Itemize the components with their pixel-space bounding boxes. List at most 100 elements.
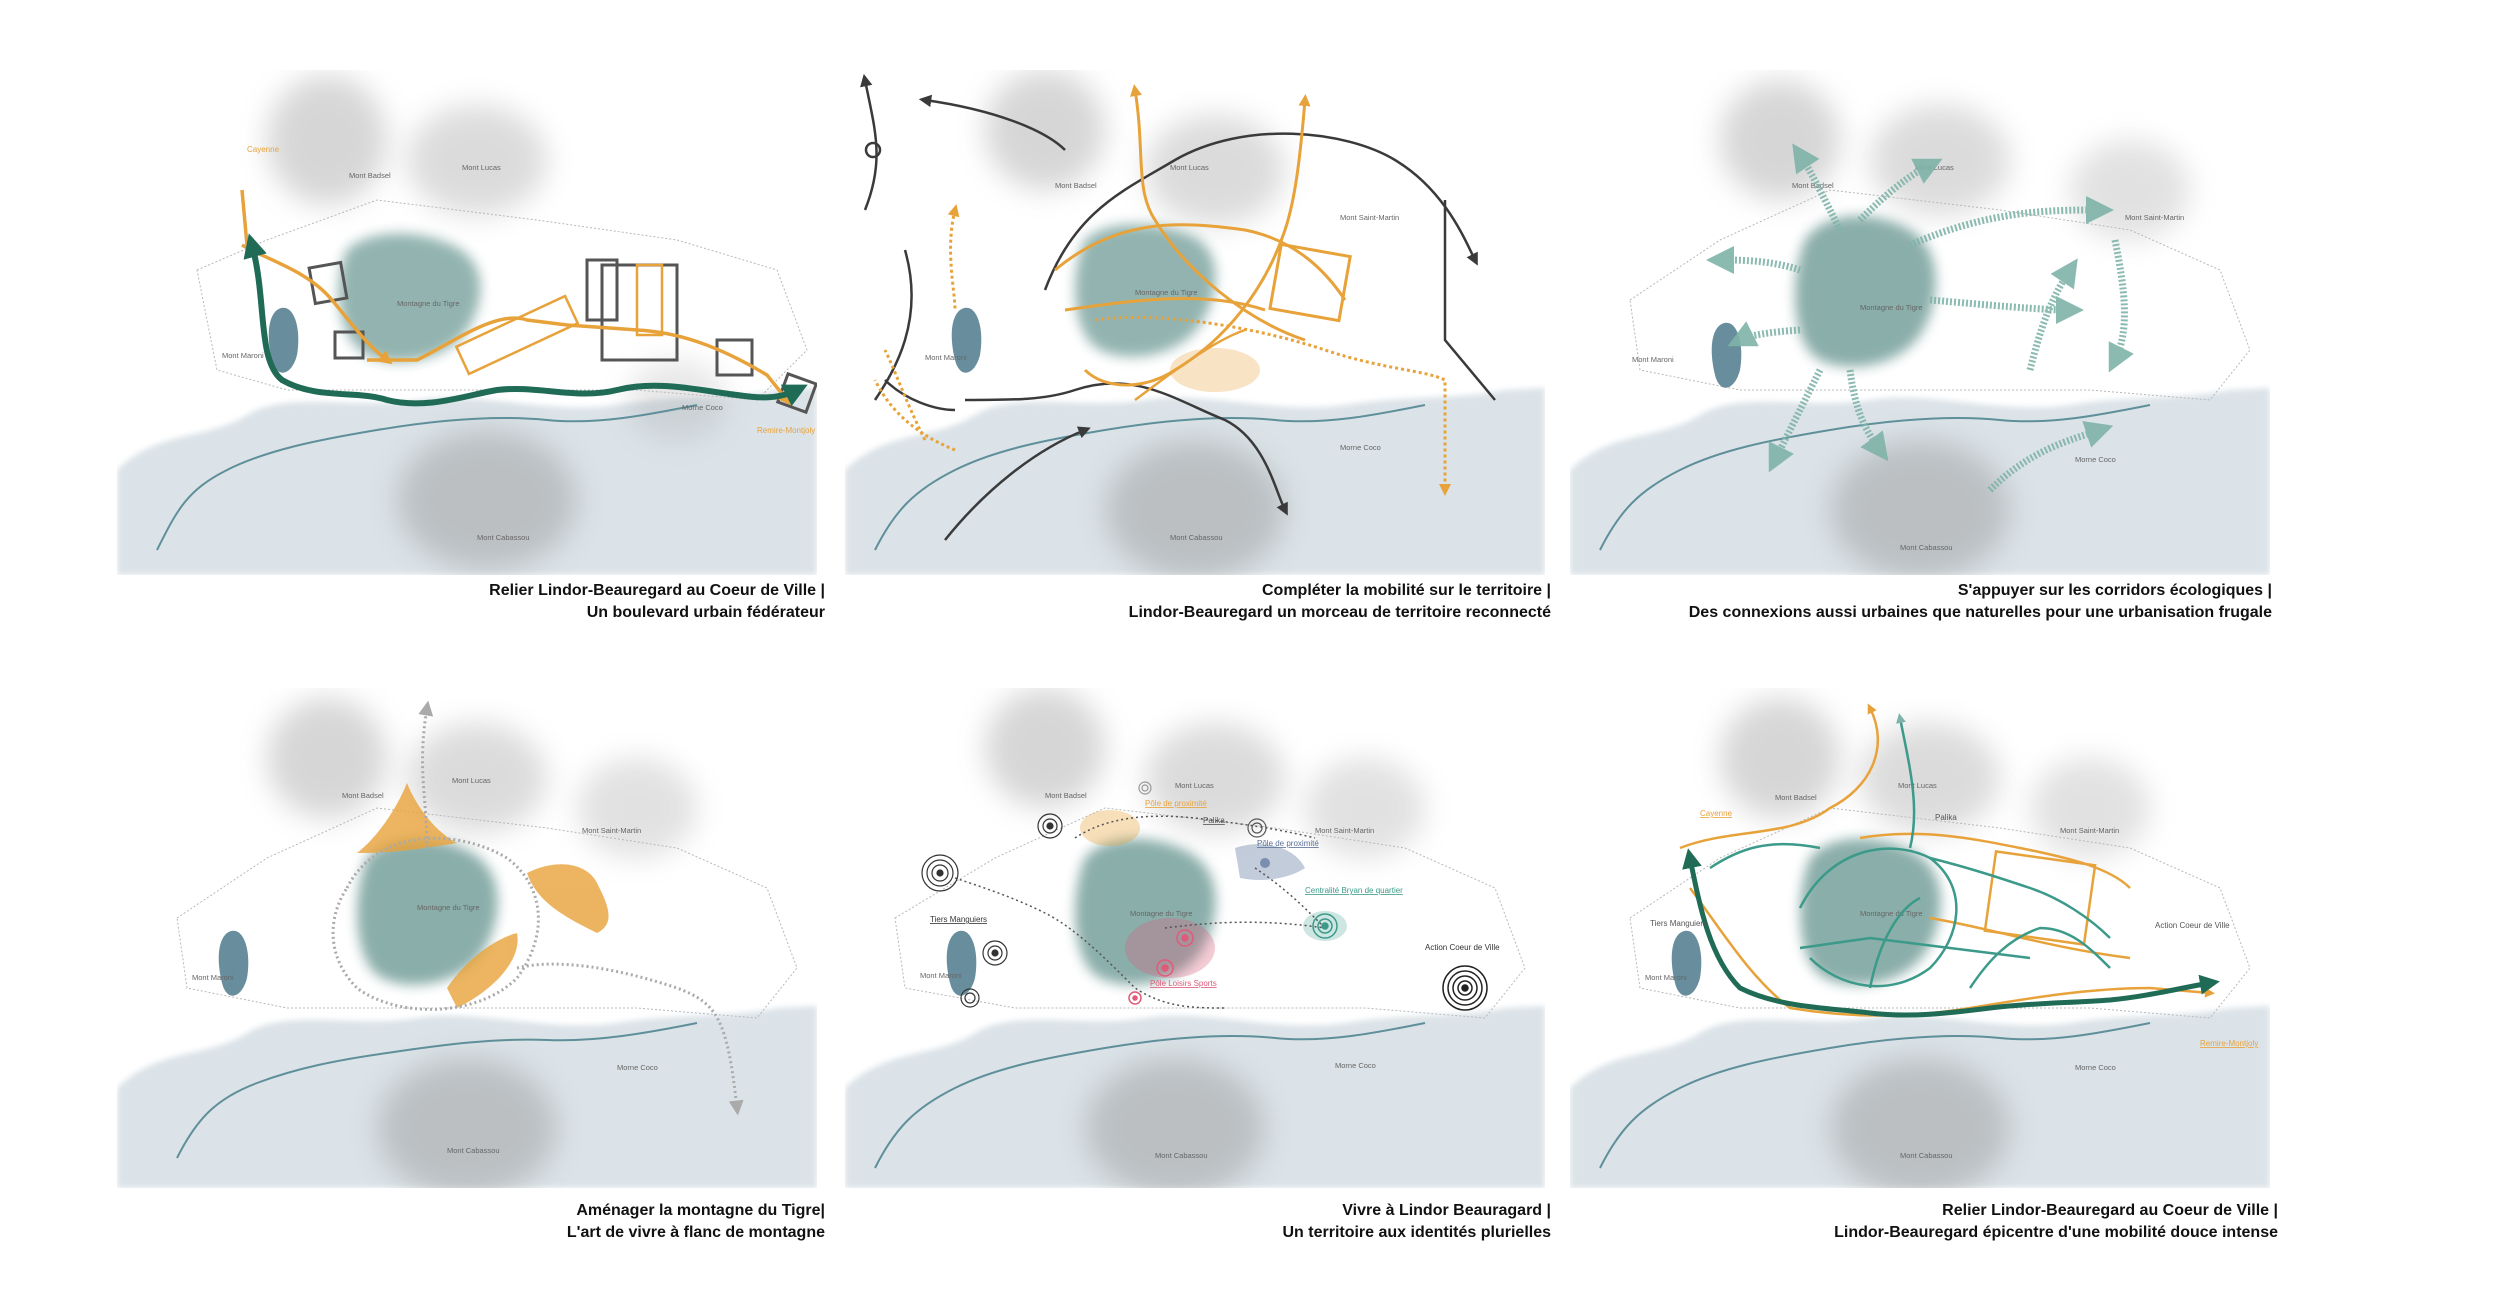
caption-panel-2: Compléter la mobilité sur le territoire … xyxy=(1129,580,1551,624)
green-boulevard xyxy=(1682,848,2220,1018)
mountain-shadow xyxy=(2070,140,2190,240)
mountain-shadow xyxy=(377,1058,557,1188)
pole-marker-dark xyxy=(921,854,959,892)
mountain-shadow xyxy=(1860,723,2000,833)
blue-zone xyxy=(1235,844,1305,880)
label-mont-cabassou: Mont Cabassou xyxy=(477,533,530,542)
caption-title: S'appuyer sur les corridors écologiques … xyxy=(1957,582,2272,599)
label-palika: Palika xyxy=(1203,816,1225,825)
label-tiers-manguiers: Tiers Manguiers xyxy=(1650,919,1707,928)
mountain-shadow xyxy=(985,70,1105,190)
label-mont-lucas: Mont Lucas xyxy=(1175,781,1214,790)
base-map: Mont Badsel Mont Lucas Mont Saint-Martin… xyxy=(1570,80,2270,575)
identity-zones xyxy=(1080,810,1347,978)
orange-zone xyxy=(447,933,518,1008)
urban-fabric xyxy=(1629,807,2251,1019)
pole-marker-grey xyxy=(1247,818,1267,838)
lake xyxy=(1711,322,1742,388)
panel-mobilite-territoire: Mont Badsel Mont Lucas Mont Saint-Martin… xyxy=(845,70,1551,621)
road xyxy=(944,426,1091,541)
label-action-coeur: Action Coeur de Ville xyxy=(2155,921,2230,930)
corridor-arrow xyxy=(1987,421,2114,493)
mountain-shadow xyxy=(1145,115,1285,225)
pink-zone xyxy=(1125,918,1215,978)
network-line xyxy=(1064,296,1266,312)
mountain-shadow xyxy=(407,723,547,833)
road xyxy=(1443,200,1496,401)
river xyxy=(156,404,698,551)
base-map: Mont Badsel Mont Lucas Mont Saint-Martin… xyxy=(845,688,1545,1188)
corridor-arrow xyxy=(2108,239,2134,373)
mountain-shadow xyxy=(397,430,577,570)
pole-marker-dark xyxy=(960,988,980,1008)
path xyxy=(1254,867,1326,929)
label-mont-lucas: Mont Lucas xyxy=(462,163,501,172)
road xyxy=(884,379,956,412)
mountain-shadow xyxy=(1145,723,1285,833)
label-morne-coco: Morne Coco xyxy=(1340,443,1381,452)
network-line xyxy=(1679,703,1880,850)
label-montagne-tigre: Montagne du Tigre xyxy=(1860,303,1923,312)
lake xyxy=(951,307,982,373)
montagne-tigre xyxy=(1795,216,1936,367)
corridor-arrow xyxy=(1768,368,1824,473)
caption-subtitle: Lindor-Beauregard un morceau de territoi… xyxy=(1128,604,1551,621)
base-map: Mont Badsel Mont Lucas Mont Saint-Martin… xyxy=(117,698,817,1188)
montagne-tigre xyxy=(338,233,481,362)
trail-network xyxy=(331,700,744,1116)
orange-network xyxy=(1054,84,1352,402)
corridor-arrow xyxy=(1846,369,1889,462)
label-mont-maroni: Mont Maroni xyxy=(192,973,234,982)
caption-subtitle: Lindor-Beauregard épicentre d'une mobili… xyxy=(1834,1224,2278,1241)
map-montagne-tigre: Mont Badsel Mont Lucas Mont Saint-Martin… xyxy=(117,698,817,1188)
mountain-shadow xyxy=(1830,1058,2010,1188)
path xyxy=(954,877,1226,1009)
mountain-shadow xyxy=(1830,440,2010,575)
teal-line xyxy=(1968,926,2111,989)
river xyxy=(176,1022,698,1159)
pole-marker-pink xyxy=(1128,929,1194,1005)
label-mont-maroni: Mont Maroni xyxy=(1632,355,1674,364)
pole-marker-dark xyxy=(1037,813,1063,839)
label-montagne-tigre: Montagne du Tigre xyxy=(1135,288,1198,297)
network-block xyxy=(1983,850,2097,946)
label-morne-coco: Morne Coco xyxy=(617,1063,658,1072)
label-mont-lucas: Mont Lucas xyxy=(1170,163,1209,172)
mountain-shadow xyxy=(627,360,727,440)
orange-zone xyxy=(1170,348,1260,392)
lake xyxy=(1671,930,1702,996)
mountain-shadow xyxy=(2030,758,2150,858)
caption-panel-3: S'appuyer sur les corridors écologiques … xyxy=(1689,580,2272,624)
pole-markers xyxy=(921,781,1488,1011)
label-mont-badsel: Mont Badsel xyxy=(1775,793,1817,802)
label-cayenne: Cayenne xyxy=(1700,809,1733,818)
mountain-shadow xyxy=(267,75,387,205)
orange-zone xyxy=(527,864,609,933)
label-remire: Remire-Montjoly xyxy=(2200,1039,2258,1048)
label-montagne-tigre: Montagne du Tigre xyxy=(1860,909,1923,918)
caption-panel-6: Relier Lindor-Beauregard au Coeur de Vil… xyxy=(1834,1200,2278,1244)
base-map: Mont Badsel Mont Lucas Mont Saint-Martin… xyxy=(845,70,1545,575)
label-centralite: Centralité Bryan de quartier xyxy=(1305,886,1403,895)
label-morne-coco: Morne Coco xyxy=(1335,1061,1376,1070)
caption-panel-4: Aménager la montagne du Tigre| L'art de … xyxy=(567,1200,825,1244)
caption-title: Aménager la montagne du Tigre| xyxy=(576,1202,825,1219)
label-cayenne: Cayenne xyxy=(247,145,280,154)
mountain-shadow xyxy=(1305,758,1425,858)
caption-title: Relier Lindor-Beauregard au Coeur de Vil… xyxy=(1942,1202,2278,1219)
road xyxy=(1043,132,1478,291)
corridor-arrow xyxy=(1908,196,2114,249)
teal-line xyxy=(1896,713,1916,849)
panel-boulevard-urbain: Mont Badsel Mont Lucas Montagne du Tigre… xyxy=(117,70,825,621)
label-pole-proximite-1: Pôle de proximité xyxy=(1145,799,1207,808)
river xyxy=(874,404,1426,551)
montagne-tigre xyxy=(1075,224,1216,357)
urban-fabric xyxy=(1629,189,2251,401)
caption-subtitle: L'art de vivre à flanc de montagne xyxy=(566,1224,825,1241)
label-mont-badsel: Mont Badsel xyxy=(349,171,391,180)
corridor-arrow xyxy=(1857,158,1943,223)
label-palika: Palika xyxy=(1935,813,1957,822)
road xyxy=(918,94,1066,151)
map-boulevard-urbain: Mont Badsel Mont Lucas Montagne du Tigre… xyxy=(117,75,817,575)
dotted-network xyxy=(873,204,1451,496)
